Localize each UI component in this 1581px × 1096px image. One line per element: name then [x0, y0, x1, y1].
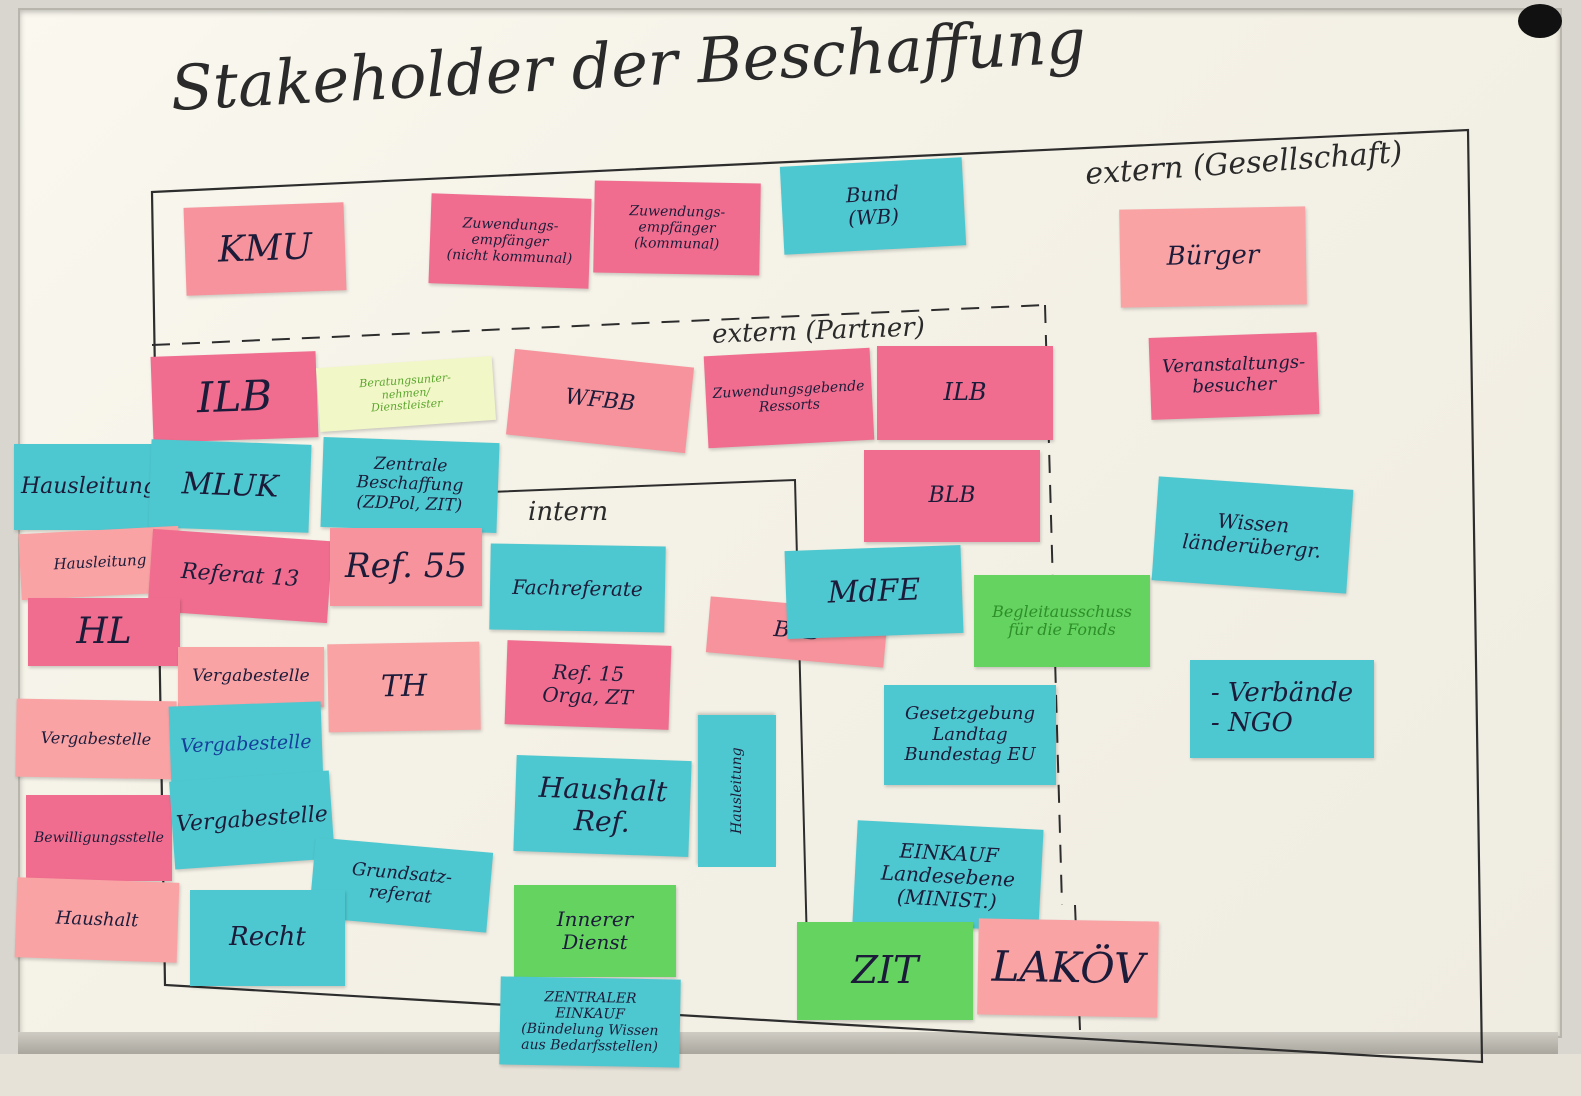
sticky-note-ref-55: Ref. 55: [330, 528, 482, 606]
sticky-note-ref-15: Ref. 15 Orga, ZT: [504, 640, 672, 730]
sticky-note-beratungsunternehmen: Beratungsunter- nehmen/ Dienstleister: [315, 355, 497, 433]
sticky-note-haushalt-left: Haushalt: [14, 877, 180, 963]
sticky-note-lakoev: LAKÖV: [977, 918, 1159, 1018]
sticky-note-th: TH: [327, 641, 481, 733]
sticky-note-hl: HL: [28, 598, 180, 666]
sticky-note-zuwendungsempfaenger-nicht-kommunal: Zuwendungs- empfänger (nicht kommunal): [428, 193, 592, 289]
sticky-note-veranstaltungsbesucher: Veranstaltungs- besucher: [1148, 332, 1320, 420]
sticky-note-wissen: Wissen länderübergr.: [1151, 476, 1354, 594]
sticky-note-zuwendungsempfaenger-kommunal: Zuwendungs- empfänger (kommunal): [593, 180, 761, 276]
sticky-note-mdfe: MdFE: [784, 544, 964, 640]
sticky-note-bewilligungsstelle: Bewilligungsstelle: [26, 795, 172, 881]
sticky-note-vergabestelle-left: Vergabestelle: [15, 698, 177, 780]
floor: [0, 1054, 1581, 1096]
sticky-note-einkauf-landesebene: EINKAUF Landesebene (MINIST.): [852, 820, 1044, 932]
magnet: [1518, 4, 1562, 38]
sticky-note-verbaende: - Verbände - NGO: [1190, 660, 1374, 758]
sticky-note-ilb-left: ILB: [150, 351, 319, 443]
sticky-note-vergabestelle-cyan: Vergabestelle: [169, 770, 335, 870]
label-intern: intern: [528, 497, 609, 527]
sticky-note-zuwendungsgebende-ressorts: Zuwendungsgebende Ressorts: [703, 347, 875, 449]
sticky-note-fachreferate: Fachreferate: [489, 543, 666, 633]
sticky-note-kmu: KMU: [183, 202, 347, 296]
sticky-note-ilb-right: ILB: [877, 346, 1053, 440]
sticky-note-vergabestelle-pink: Vergabestelle: [178, 647, 324, 707]
sticky-note-bund: Bund (WB): [779, 157, 967, 255]
sticky-note-haushalt-ref: Haushalt Ref.: [513, 754, 692, 858]
sticky-note-zentrale-beschaffung: Zentrale Beschaffung (ZDPol, ZIT): [320, 436, 500, 534]
whiteboard-tray: [18, 1032, 1558, 1054]
sticky-note-gesetzgebung: Gesetzgebung Landtag Bundestag EU: [884, 685, 1056, 785]
sticky-note-zit: ZIT: [797, 922, 973, 1020]
sticky-note-innerer-dienst: Innerer Dienst: [514, 885, 676, 977]
sticky-note-hausleitung: Hausleitung: [14, 444, 164, 530]
sticky-note-buerger: Bürger: [1119, 206, 1307, 308]
sticky-note-mluk: MLUK: [148, 439, 312, 533]
sticky-note-begleitausschuss: Begleitausschuss für die Fonds: [974, 575, 1150, 667]
sticky-note-hausleitung-vertical: Hausleitung: [698, 715, 776, 867]
sticky-note-zentraler-einkauf: ZENTRALER EINKAUF (Bündelung Wissen aus …: [499, 976, 681, 1068]
sticky-note-recht: Recht: [190, 890, 345, 986]
sticky-note-blb-top: BLB: [864, 450, 1040, 542]
